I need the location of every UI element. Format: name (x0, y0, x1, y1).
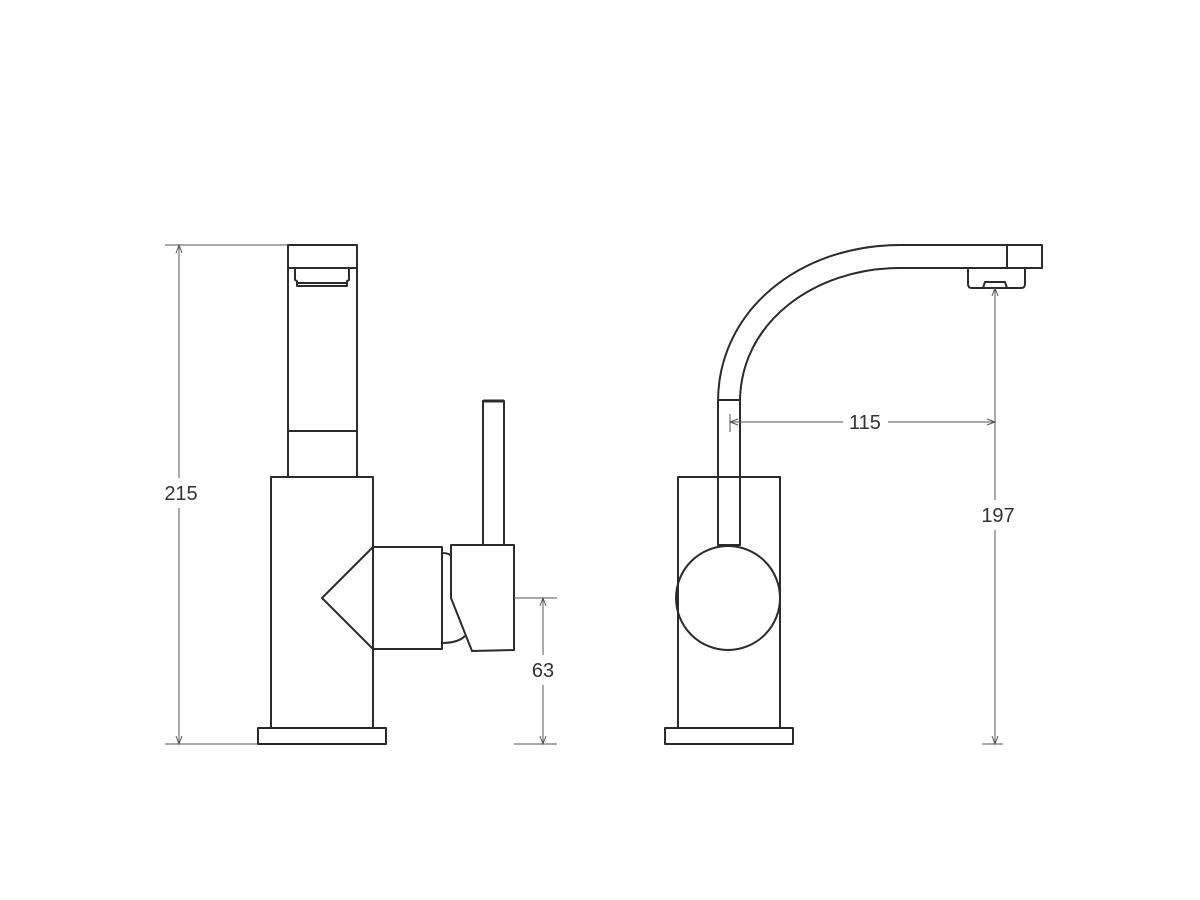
dimension-label-215: 215 (164, 483, 197, 505)
spout-arc (717, 244, 1043, 545)
front-view: 115 197 (664, 244, 1043, 746)
dimension-spout-height: 197 (981, 286, 1015, 746)
dimension-label-115: 115 (849, 412, 881, 434)
base (257, 727, 387, 745)
dimension-label-197: 197 (981, 505, 1014, 527)
dimension-total-height: 215 (164, 243, 288, 746)
dimension-handle-height: 63 (514, 596, 557, 746)
dimension-spout-reach: 115 (728, 412, 997, 434)
dimension-label-63: 63 (532, 660, 554, 682)
handle-knob (675, 545, 781, 651)
side-view: 215 63 (164, 243, 557, 746)
aerator (967, 268, 1026, 289)
base (664, 727, 794, 745)
cartridge (321, 546, 443, 650)
faucet-front (664, 244, 1043, 745)
aerator (294, 268, 350, 287)
faucet-side (257, 244, 515, 745)
